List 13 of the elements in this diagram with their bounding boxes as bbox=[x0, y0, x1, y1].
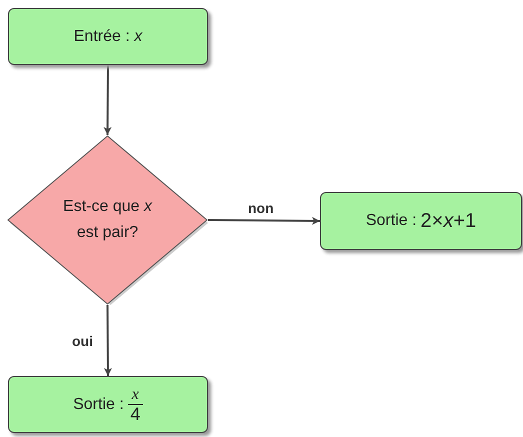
node-text: Sortie : bbox=[366, 211, 417, 231]
node-text: 2×x+1 bbox=[420, 209, 476, 234]
fraction-denominator: 4 bbox=[130, 405, 140, 423]
arrow bbox=[104, 305, 112, 376]
node-text: Sortie : bbox=[73, 394, 124, 414]
process-box bbox=[8, 8, 208, 65]
arrow bbox=[208, 216, 320, 225]
fraction-numerator: x bbox=[128, 386, 143, 405]
process-box bbox=[320, 192, 522, 250]
arrow bbox=[104, 65, 112, 135]
process-box bbox=[8, 376, 208, 433]
node-text: Entrée : x bbox=[74, 26, 142, 46]
decision-text: Est-ce que x est pair? bbox=[62, 197, 152, 243]
